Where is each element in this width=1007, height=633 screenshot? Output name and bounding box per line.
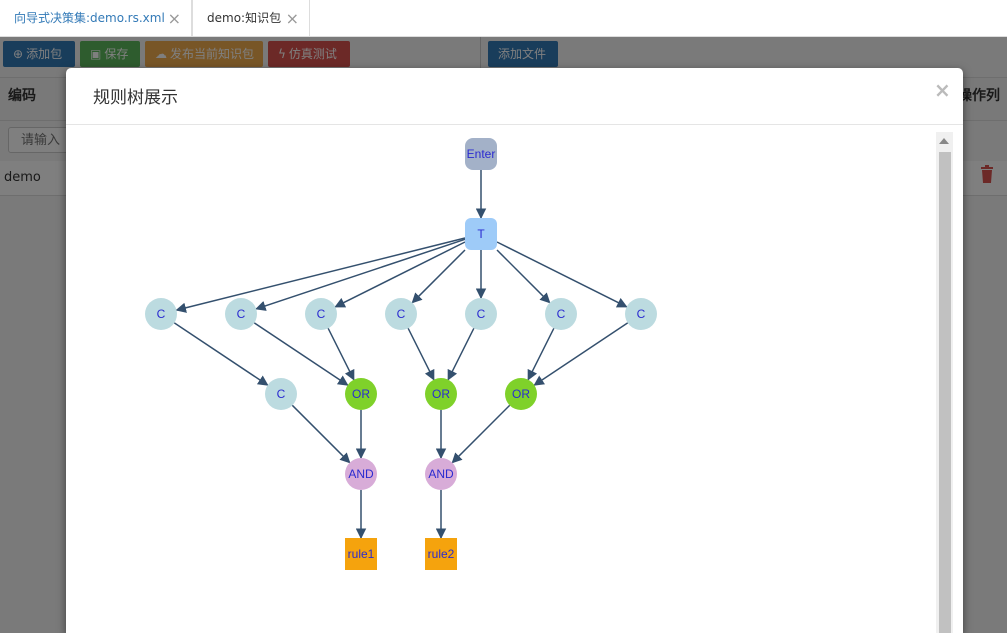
tree-node-c3[interactable]: C [305, 298, 337, 330]
edge-c1-c8 [173, 322, 269, 386]
node-label: C [237, 307, 246, 321]
condition-node-shape [545, 298, 577, 330]
condition-node-shape [265, 378, 297, 410]
node-label: OR [512, 387, 530, 401]
edge-c6-or3 [527, 327, 555, 381]
tree-node-or1[interactable]: OR [345, 378, 377, 410]
tab-decision-set[interactable]: 向导式决策集:demo.rs.xml × [0, 0, 192, 36]
condition-node-shape [145, 298, 177, 330]
tree-node-rule2[interactable]: rule2 [425, 538, 457, 570]
node-label: C [397, 307, 406, 321]
tree-node-c2[interactable]: C [225, 298, 257, 330]
or-node-shape [505, 378, 537, 410]
or-node-shape [345, 378, 377, 410]
tree-node-or2[interactable]: OR [425, 378, 457, 410]
tab-knowledge-package[interactable]: demo:知识包 × [192, 0, 310, 36]
node-label: T [477, 227, 485, 241]
t-node-shape [465, 218, 497, 250]
node-label: C [557, 307, 566, 321]
tree-node-rule1[interactable]: rule1 [345, 538, 377, 570]
condition-node-shape [305, 298, 337, 330]
and-node-shape [425, 458, 457, 490]
edges-layer [173, 170, 629, 540]
condition-node-shape [625, 298, 657, 330]
node-label: C [317, 307, 326, 321]
tree-node-c7[interactable]: C [625, 298, 657, 330]
and-node-shape [345, 458, 377, 490]
node-label: OR [432, 387, 450, 401]
node-label: Enter [467, 147, 496, 161]
condition-node-shape [465, 298, 497, 330]
tab-label: demo:知识包 [207, 11, 282, 25]
edge-t-c1 [175, 237, 466, 313]
tree-node-c6[interactable]: C [545, 298, 577, 330]
node-label: C [277, 387, 286, 401]
node-label: rule1 [348, 547, 375, 561]
or-node-shape [425, 378, 457, 410]
condition-node-shape [385, 298, 417, 330]
rule-node-shape [425, 538, 457, 570]
enter-node-shape [465, 138, 497, 170]
tree-node-c4[interactable]: C [385, 298, 417, 330]
edge-t-c4 [411, 249, 466, 304]
edge-c3-or1 [327, 327, 355, 381]
node-label: AND [428, 467, 454, 481]
edge-t-c7 [496, 241, 628, 308]
edge-t-c3 [334, 241, 466, 308]
scroll-up-arrow[interactable] [939, 138, 949, 144]
node-label: C [157, 307, 166, 321]
close-icon[interactable]: × [934, 78, 951, 102]
tab-label: 向导式决策集:demo.rs.xml [14, 11, 165, 25]
modal-title: 规则树展示 [93, 88, 178, 108]
node-label: C [477, 307, 486, 321]
scrollbar-thumb[interactable] [939, 152, 951, 633]
close-icon[interactable]: × [285, 9, 299, 28]
edge-t-c6 [496, 249, 551, 304]
tab-bar: 向导式决策集:demo.rs.xml × demo:知识包 × [0, 0, 1007, 37]
node-label: AND [348, 467, 374, 481]
edge-c4-or2 [407, 327, 435, 381]
close-icon[interactable]: × [167, 9, 181, 28]
tree-node-c5[interactable]: C [465, 298, 497, 330]
modal-header: 规则树展示 × [66, 68, 963, 125]
edge-c8-and1 [291, 404, 351, 464]
tree-node-and1[interactable]: AND [345, 458, 377, 490]
tree-node-enter[interactable]: Enter [465, 138, 497, 170]
edge-or3-and2 [451, 404, 511, 464]
tree-node-and2[interactable]: AND [425, 458, 457, 490]
rule-node-shape [345, 538, 377, 570]
node-label: C [637, 307, 646, 321]
tree-node-t[interactable]: T [465, 218, 497, 250]
tree-node-or3[interactable]: OR [505, 378, 537, 410]
node-label: rule2 [428, 547, 455, 561]
tree-node-c1[interactable]: C [145, 298, 177, 330]
condition-node-shape [225, 298, 257, 330]
edge-t-c2 [255, 238, 466, 311]
edge-c5-or2 [447, 327, 475, 381]
node-label: OR [352, 387, 370, 401]
edge-c2-or1 [253, 322, 349, 386]
tree-node-c8[interactable]: C [265, 378, 297, 410]
edge-c7-or3 [533, 322, 629, 386]
